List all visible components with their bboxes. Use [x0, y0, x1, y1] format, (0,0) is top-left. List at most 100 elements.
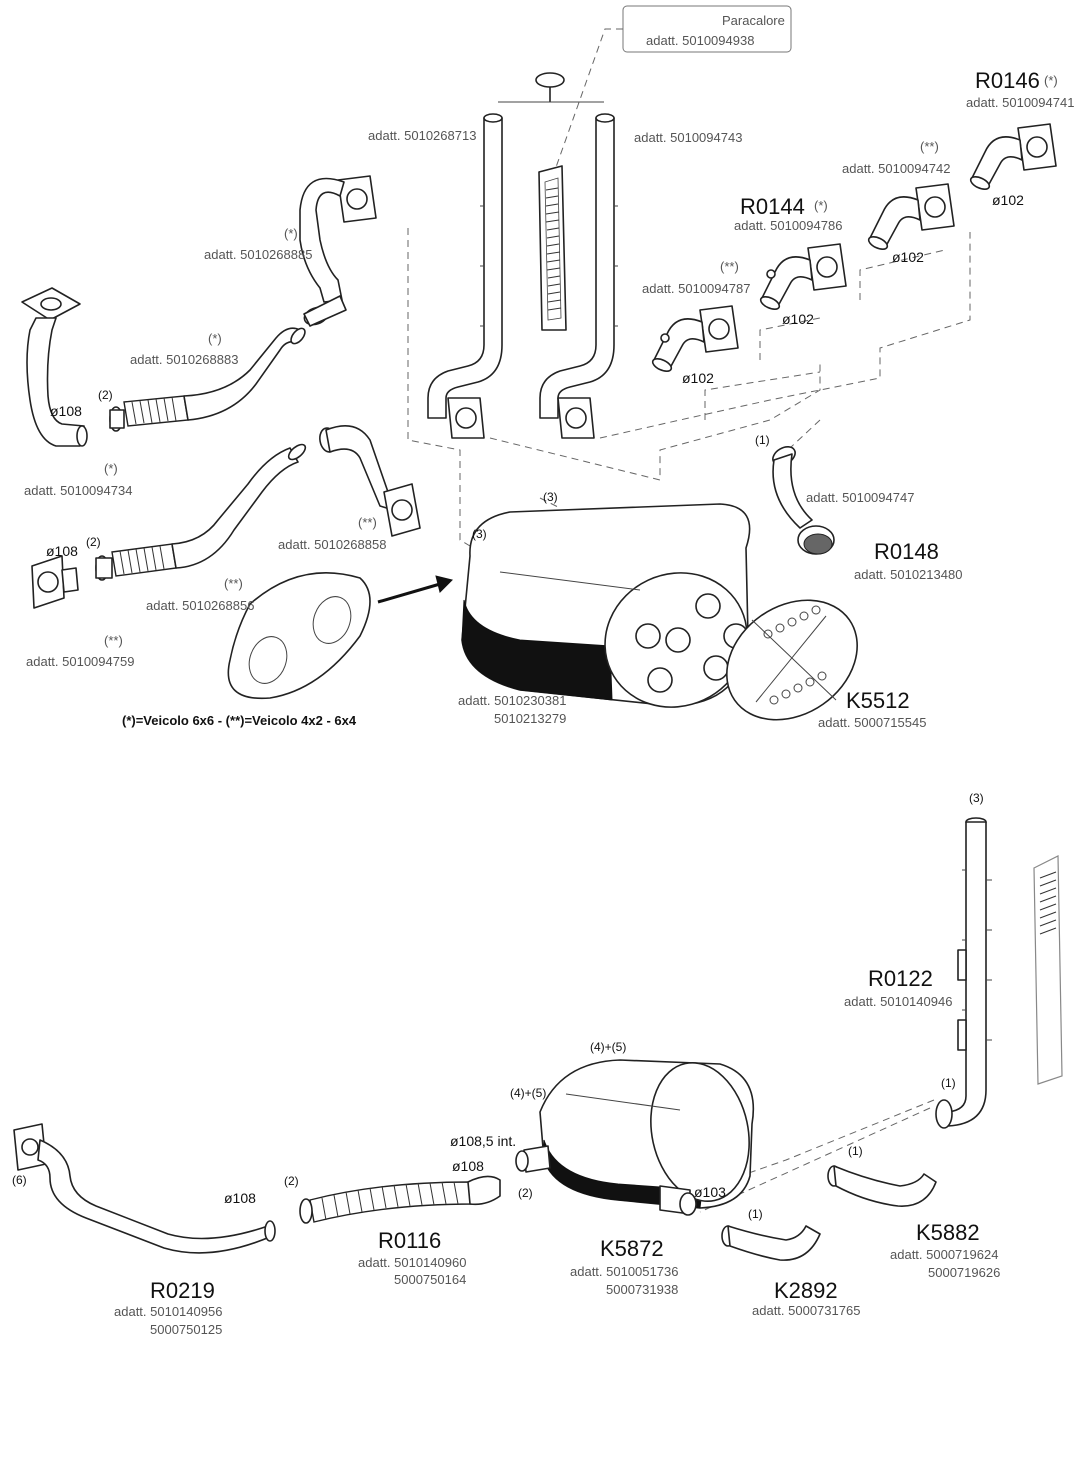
muffler-top: [461, 503, 751, 708]
r0219-code: R0219: [150, 1278, 215, 1303]
k2892-adatt: adatt. 5000731765: [752, 1303, 861, 1318]
note-1-elbow: (1): [755, 433, 770, 447]
stack-r0122: [935, 817, 992, 1129]
pipe-5010268885: [299, 175, 377, 327]
r0148-code: R0148: [874, 539, 939, 564]
note-1-stack: (1): [941, 1076, 956, 1090]
rain-cap: [498, 72, 604, 103]
pipe-759-adatt: adatt. 5010094759: [26, 654, 135, 669]
k5512-code: K5512: [846, 688, 910, 713]
pipe-734-adatt: adatt. 5010094734: [24, 483, 133, 498]
tailpipe-k5882: [827, 1165, 937, 1207]
heat-shield-bottom: [1033, 855, 1063, 1085]
r0219-adatt: adatt. 5010140956: [114, 1304, 223, 1319]
r0146-code: R0146: [975, 68, 1040, 93]
gasket-plate: [227, 572, 371, 700]
note-2-r0116: (2): [284, 1174, 299, 1188]
stack-right-adatt: adatt. 5010094743: [634, 130, 743, 145]
elbow-5010094747: [772, 446, 813, 529]
k5882-adatt: adatt. 5000719624: [890, 1247, 999, 1262]
note-45-side: (4)+(5): [510, 1086, 547, 1100]
pipe-883-star: (*): [208, 331, 222, 346]
r0122-adatt: adatt. 5010140946: [844, 994, 953, 1009]
elbow-5010094742: [867, 183, 955, 250]
elbow-742-adatt: adatt. 5010094742: [842, 161, 951, 176]
pipe-858-adatt: adatt. 5010268858: [278, 537, 387, 552]
pipe-883-adatt: adatt. 5010268883: [130, 352, 239, 367]
pipe-5010268858: [319, 424, 421, 537]
note-1-k5882: (1): [848, 1144, 863, 1158]
pipe-r0219: [13, 1123, 276, 1254]
note-45-top: (4)+(5): [590, 1040, 627, 1054]
k5872-adatt: adatt. 5010051736: [570, 1264, 679, 1279]
k2892-code: K2892: [774, 1278, 838, 1303]
r0116-adatt: adatt. 5010140960: [358, 1255, 467, 1270]
note-2-flex-bottom: (2): [86, 535, 101, 549]
elbow-787-star: (**): [720, 259, 739, 274]
pipe-858-star: (**): [358, 515, 377, 530]
k5882-code: K5882: [916, 1220, 980, 1245]
elbow-742-star: (**): [920, 139, 939, 154]
dia-108-inlet: ø108: [452, 1158, 484, 1174]
r0116-adatt-2: 5000750164: [394, 1272, 467, 1287]
note-1-k2892: (1): [748, 1207, 763, 1221]
flange-5010094759: [31, 555, 79, 609]
vertical-stack-left: [427, 113, 503, 439]
r0122-code: R0122: [868, 966, 933, 991]
muffler-k5872: [515, 1059, 755, 1216]
flex-pipe-5010268883: [109, 327, 306, 432]
dia-102-r0146: ø102: [992, 192, 1024, 208]
paracalore-leader: [554, 28, 623, 171]
paracalore-code: adatt. 5010094938: [646, 33, 755, 48]
pipe-856-star: (**): [224, 576, 243, 591]
dia-103: ø103: [694, 1184, 726, 1200]
pipe-885-adatt: adatt. 5010268885: [204, 247, 313, 262]
pipe-885-star: (*): [284, 226, 298, 241]
r0146-star: (*): [1044, 73, 1058, 88]
r0116-code: R0116: [378, 1228, 442, 1253]
vertical-stack-right: [539, 113, 618, 439]
r0144-adatt: adatt. 5010094786: [734, 218, 843, 233]
elbow-5010094787: [651, 305, 739, 372]
note-2-inlet: (2): [518, 1186, 533, 1200]
note-3-stack: (3): [969, 791, 984, 805]
dia-102-742: ø102: [892, 249, 924, 265]
muffler-adatt: adatt. 5010230381: [458, 693, 567, 708]
grille-r0148: [797, 525, 835, 555]
r0219-adatt-2: 5000750125: [150, 1322, 223, 1337]
elbow-r0144: [759, 243, 847, 310]
note-3-lower: (3): [472, 527, 487, 541]
k5872-adatt-2: 5000731938: [606, 1282, 679, 1297]
dashed-assembly-lines-top: [407, 228, 971, 547]
r0144-code: R0144: [740, 194, 805, 219]
heat-shield: [538, 165, 567, 331]
note-6-flange: (6): [12, 1173, 27, 1187]
k5872-code: K5872: [600, 1236, 664, 1261]
elbow-r0146: [969, 123, 1057, 190]
dia-108-5-int: ø108,5 int.: [450, 1133, 517, 1149]
dia-108-r0219: ø108: [224, 1190, 256, 1206]
note-3-upper: (3): [543, 490, 558, 504]
flex-pipe-5010268856: [95, 443, 307, 581]
dia-102-r0144: ø102: [782, 311, 814, 327]
vehicle-legend: (*)=Veicolo 6x6 - (**)=Veicolo 4x2 - 6x4: [122, 713, 357, 728]
note-2-flex-top: (2): [98, 388, 113, 402]
r0146-adatt: adatt. 5010094741: [966, 95, 1075, 110]
paracalore-title: Paracalore: [722, 13, 785, 28]
arrow-to-muffler: [377, 575, 453, 604]
dia-108-left: ø108: [50, 403, 82, 419]
elbow-747-adatt: adatt. 5010094747: [806, 490, 915, 505]
pipe-759-star: (**): [104, 633, 123, 648]
dia-102-787: ø102: [682, 370, 714, 386]
elbow-787-adatt: adatt. 5010094787: [642, 281, 751, 296]
dia-108-flange: ø108: [46, 543, 78, 559]
flex-hose-r0116: [299, 1175, 501, 1224]
r0144-star: (*): [814, 198, 828, 213]
pipe-734-star: (*): [104, 461, 118, 476]
plate-k5512: [726, 599, 858, 721]
pipe-856-adatt: adatt. 5010268856: [146, 598, 255, 613]
flange-pipe-5010094734: [21, 287, 88, 447]
tailpipe-k2892: [721, 1225, 821, 1261]
